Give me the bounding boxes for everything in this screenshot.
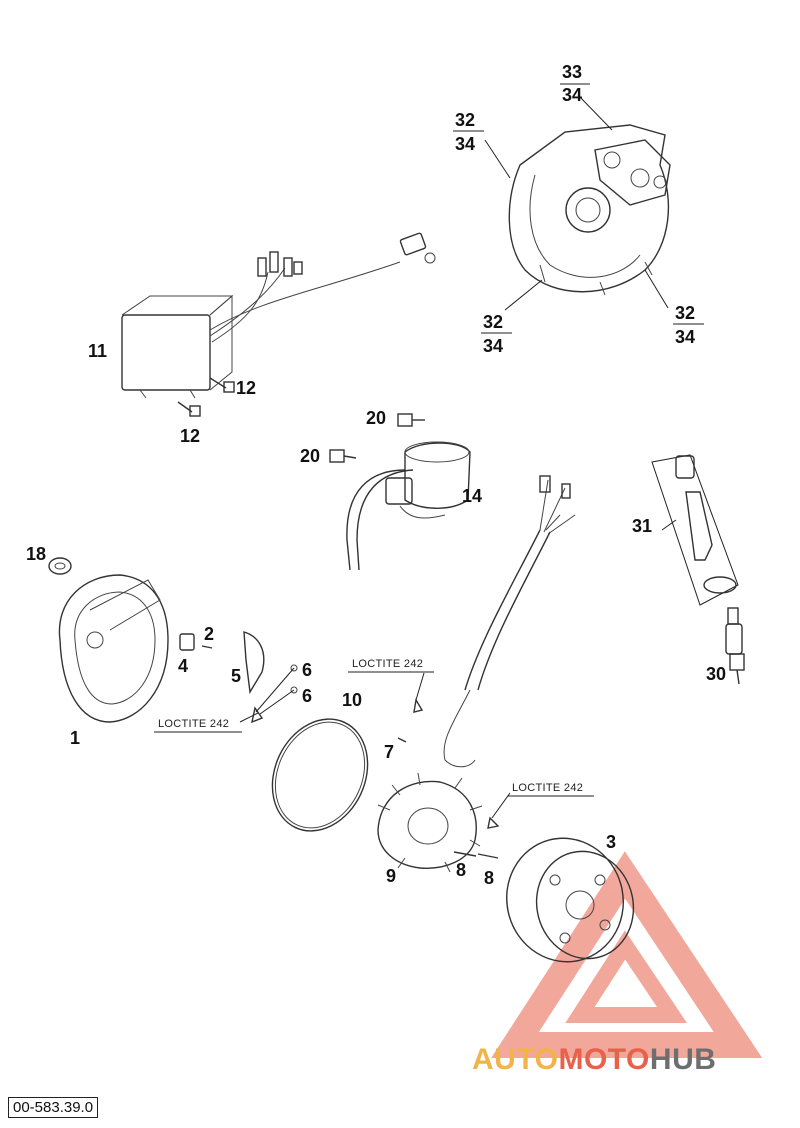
svg-text:32: 32 xyxy=(483,312,503,332)
screw-drawings xyxy=(397,698,500,859)
label-part-18: 18 xyxy=(26,544,46,564)
label-part-5: 5 xyxy=(231,666,241,686)
loctite-note-c: LOCTITE 242 xyxy=(508,782,594,797)
svg-text:34: 34 xyxy=(483,336,503,356)
label-part-1: 1 xyxy=(70,728,80,748)
label-part-8b: 8 xyxy=(484,868,494,888)
label-part-31: 31 xyxy=(632,516,652,536)
label-part-20b: 20 xyxy=(300,446,320,466)
o-ring-drawing xyxy=(271,718,369,832)
stator-drawing xyxy=(377,475,576,873)
label-fraction-32-34-left: 32 34 xyxy=(481,312,512,356)
ignition-cover-drawing xyxy=(508,124,671,296)
label-part-14: 14 xyxy=(462,486,482,506)
svg-text:LOCTITE 242: LOCTITE 242 xyxy=(158,718,229,730)
svg-text:34: 34 xyxy=(675,327,695,347)
spark-plug-drawing xyxy=(725,607,745,685)
label-part-12b: 12 xyxy=(180,426,200,446)
svg-text:34: 34 xyxy=(455,134,475,154)
label-fraction-33-34: 33 34 xyxy=(560,62,590,105)
flywheel-rotor-drawing xyxy=(506,837,635,963)
cdi-unit-drawing xyxy=(121,232,436,399)
label-part-7: 7 xyxy=(384,742,394,762)
label-part-9: 9 xyxy=(386,866,396,886)
label-fraction-32-34-top: 32 34 xyxy=(453,110,484,154)
watermark-part3: HUB xyxy=(649,1043,717,1076)
label-part-20a: 20 xyxy=(366,408,386,428)
spark-plug-cap-drawing xyxy=(651,454,739,606)
label-part-3: 3 xyxy=(606,832,616,852)
svg-text:LOCTITE 242: LOCTITE 242 xyxy=(512,782,583,794)
label-part-2: 2 xyxy=(204,624,214,644)
generator-cover-drawing xyxy=(58,574,169,723)
label-part-6b: 6 xyxy=(302,686,312,706)
label-part-30: 30 xyxy=(706,664,726,684)
svg-text:33: 33 xyxy=(562,62,582,82)
watermark-text: AUTOMOTOHUB xyxy=(472,1043,716,1077)
watermark-part2: MOTO xyxy=(558,1043,650,1076)
document-id: 00-583.39.0 xyxy=(8,1097,99,1118)
label-part-4: 4 xyxy=(178,656,188,676)
nut-18-drawing xyxy=(48,557,72,575)
label-part-11: 11 xyxy=(88,341,107,361)
label-part-10: 10 xyxy=(342,690,362,710)
watermark-part1: AUTO xyxy=(472,1043,559,1076)
svg-text:LOCTITE 242: LOCTITE 242 xyxy=(352,658,423,670)
svg-text:34: 34 xyxy=(562,85,582,105)
label-fraction-32-34-right: 32 34 xyxy=(673,303,704,347)
label-part-8a: 8 xyxy=(456,860,466,880)
ignition-coil-drawing xyxy=(346,441,471,571)
svg-text:32: 32 xyxy=(455,110,475,130)
loctite-note-a: LOCTITE 242 xyxy=(348,658,434,673)
loctite-note-b: LOCTITE 242 xyxy=(154,718,242,733)
leader-lines xyxy=(239,94,677,819)
label-part-12a: 12 xyxy=(236,378,256,398)
svg-text:32: 32 xyxy=(675,303,695,323)
bolt-20-drawing xyxy=(329,413,425,463)
bolt-12-drawing xyxy=(177,377,235,417)
label-part-6a: 6 xyxy=(302,660,312,680)
watermark-logo xyxy=(491,851,763,1058)
